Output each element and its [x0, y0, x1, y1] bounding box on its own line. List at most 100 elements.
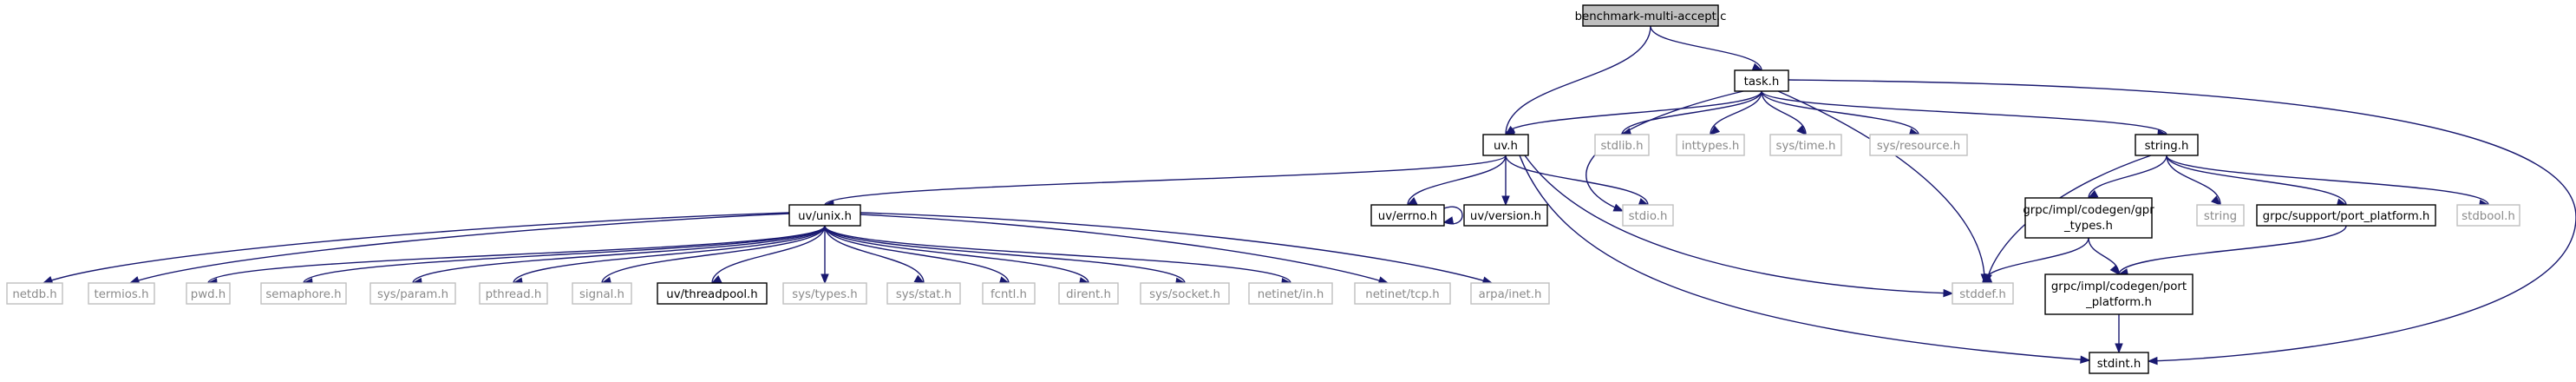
node-box: [1952, 282, 2014, 305]
edge-task-h-to-uv-h: [1505, 90, 1762, 135]
node-box: [2196, 204, 2245, 227]
node-task-h[interactable]: task.h: [1734, 69, 1789, 92]
node-grpc-support-port-platform-h[interactable]: grpc/support/port_platform.h: [2256, 204, 2436, 227]
dependency-nodes: benchmark-multi-accept.c task.h uv.h stdlib…: [6, 4, 2520, 374]
edge-string-h-to-grpc-impl-codegen-gpr-types-h: [2088, 155, 2167, 199]
arrowhead-sys-stat-h: [913, 274, 925, 284]
node-sys-time-h: sys/time.h: [1769, 134, 1842, 156]
node-label: uv/version.h: [1470, 210, 1541, 223]
node-stdlib-h: stdlib.h: [1594, 134, 1650, 156]
node-box: [1676, 134, 1745, 156]
arrowhead-inttypes-h: [1709, 125, 1721, 135]
node-label: stdio.h: [1629, 210, 1668, 223]
edge-uv-unix-h-to-sys-stat-h: [824, 225, 925, 284]
edge-uv-h-to-stddef-h: [1524, 155, 1953, 294]
node-label: stdbool.h: [2462, 210, 2515, 223]
node-dirent-h: dirent.h: [1058, 282, 1119, 305]
edge-uv-unix-h-to-termios-h: [129, 213, 790, 284]
node-label: netdb.h: [12, 288, 56, 301]
node-label: dirent.h: [1066, 288, 1111, 301]
node-box: [657, 282, 768, 305]
node-uv-unix-h[interactable]: uv/unix.h: [788, 204, 861, 227]
node-label: inttypes.h: [1682, 140, 1740, 153]
node-grpc-impl-codegen-gpr-types-h[interactable]: grpc/impl/codegen/gpr_types.h: [2023, 197, 2154, 239]
arrowhead-stdint-h: [2080, 355, 2091, 364]
edge-benchmark-multi-accept-c-to-task-h: [1650, 25, 1762, 71]
node-sys-resource-h: sys/resource.h: [1869, 134, 1968, 156]
edge-uv-h-to-uv-unix-h: [824, 155, 1507, 206]
node-label: string.h: [2145, 140, 2189, 153]
edge-task-h-to-stdlib-h: [1621, 90, 1762, 135]
node-signal-h: signal.h: [572, 282, 632, 305]
node-label: signal.h: [579, 288, 624, 301]
arrowhead-netdb-h: [42, 275, 54, 284]
node-stdint-h[interactable]: stdint.h: [2089, 352, 2149, 374]
node-sys-param-h: sys/param.h: [369, 282, 456, 305]
node-label: sys/param.h: [377, 288, 448, 301]
edge-uv-unix-h-to-netinet-in-h: [824, 225, 1291, 284]
node-label: grpc/impl/codegen/port: [2051, 280, 2187, 293]
node-grpc-impl-codegen-port-platform-h[interactable]: grpc/impl/codegen/port _platform.h: [2044, 273, 2194, 315]
node-box: [1734, 69, 1789, 92]
node-stdbool-h: stdbool.h: [2456, 204, 2520, 227]
edge-uv-unix-h-to-semaphore-h: [303, 225, 826, 284]
node-label: string: [2204, 210, 2237, 223]
edge-task-h-to-stdint-h: [1788, 79, 2576, 362]
node-uv-version-h[interactable]: uv/version.h: [1463, 204, 1548, 227]
node-box: [1248, 282, 1333, 305]
node-box: [186, 282, 231, 305]
node-pwd-h: pwd.h: [186, 282, 231, 305]
node-box: [6, 282, 63, 305]
node-label: benchmark-multi-accept.c: [1575, 10, 1727, 23]
node-label: pthread.h: [486, 288, 542, 301]
edge-task-h-to-sys-time-h: [1761, 90, 1807, 135]
node-label: stdlib.h: [1600, 140, 1643, 153]
arrowhead-stdio-h: [1612, 203, 1625, 212]
edge-uv-unix-h-to-arpa-inet-h: [860, 212, 1493, 284]
node-box: [88, 282, 155, 305]
node-box: [886, 282, 961, 305]
edge-benchmark-multi-accept-c-to-uv-h: [1505, 25, 1651, 135]
node-box: [1869, 134, 1968, 156]
node-sys-stat-h: sys/stat.h: [886, 282, 961, 305]
node-label: netinet/tcp.h: [1365, 288, 1439, 301]
edge-grpc-impl-codegen-gpr-types-h-to-stddef-h: [1982, 237, 2089, 284]
node-uv-threadpool-h[interactable]: uv/threadpool.h: [657, 282, 768, 305]
node-label: uv/threadpool.h: [666, 288, 757, 301]
node-label: netinet/in.h: [1258, 288, 1324, 301]
node-uv-h[interactable]: uv.h: [1482, 134, 1529, 156]
node-box: [2044, 273, 2194, 315]
node-box: [479, 282, 548, 305]
node-label: arpa/inet.h: [1479, 288, 1542, 301]
edge-uv-unix-h-to-netdb-h: [42, 212, 790, 284]
edge-uv-unix-h-to-pwd-h: [207, 225, 826, 284]
node-label: sys/time.h: [1776, 140, 1836, 153]
node-label: sys/resource.h: [1877, 140, 1960, 153]
node-box: [2024, 197, 2153, 239]
edge-task-h-to-inttypes-h: [1710, 90, 1762, 135]
node-label: semaphore.h: [265, 288, 341, 301]
node-box: [1370, 204, 1445, 227]
node-label: _platform.h: [2085, 296, 2152, 309]
node-benchmark-multi-accept-c[interactable]: benchmark-multi-accept.c: [1575, 4, 1727, 27]
node-string-h[interactable]: string.h: [2135, 134, 2199, 156]
node-label: stddef.h: [1959, 288, 2006, 301]
node-termios-h: termios.h: [88, 282, 155, 305]
node-box: [1622, 204, 1674, 227]
node-label: sys/types.h: [792, 288, 858, 301]
arrowhead-sys-time-h: [1796, 125, 1807, 135]
node-inttypes-h: inttypes.h: [1676, 134, 1745, 156]
arrowhead-uv-version-h: [1501, 195, 1510, 207]
arrowhead-uv-errno-h: [1442, 216, 1455, 225]
node-label: _types.h: [2063, 220, 2113, 233]
node-fcntl-h: fcntl.h: [982, 282, 1036, 305]
node-uv-errno-h[interactable]: uv/errno.h: [1370, 204, 1445, 227]
edge-string-h-to-stdbool-h: [2166, 155, 2489, 206]
node-label: sys/socket.h: [1149, 288, 1220, 301]
edge-string-h-to-grpc-support-port-platform-h: [2166, 155, 2347, 206]
node-stddef-h: stddef.h: [1952, 282, 2014, 305]
node-label: sys/stat.h: [896, 288, 951, 301]
node-arpa-inet-h: arpa/inet.h: [1470, 282, 1550, 305]
arrowhead-stdint-h: [2147, 356, 2158, 366]
